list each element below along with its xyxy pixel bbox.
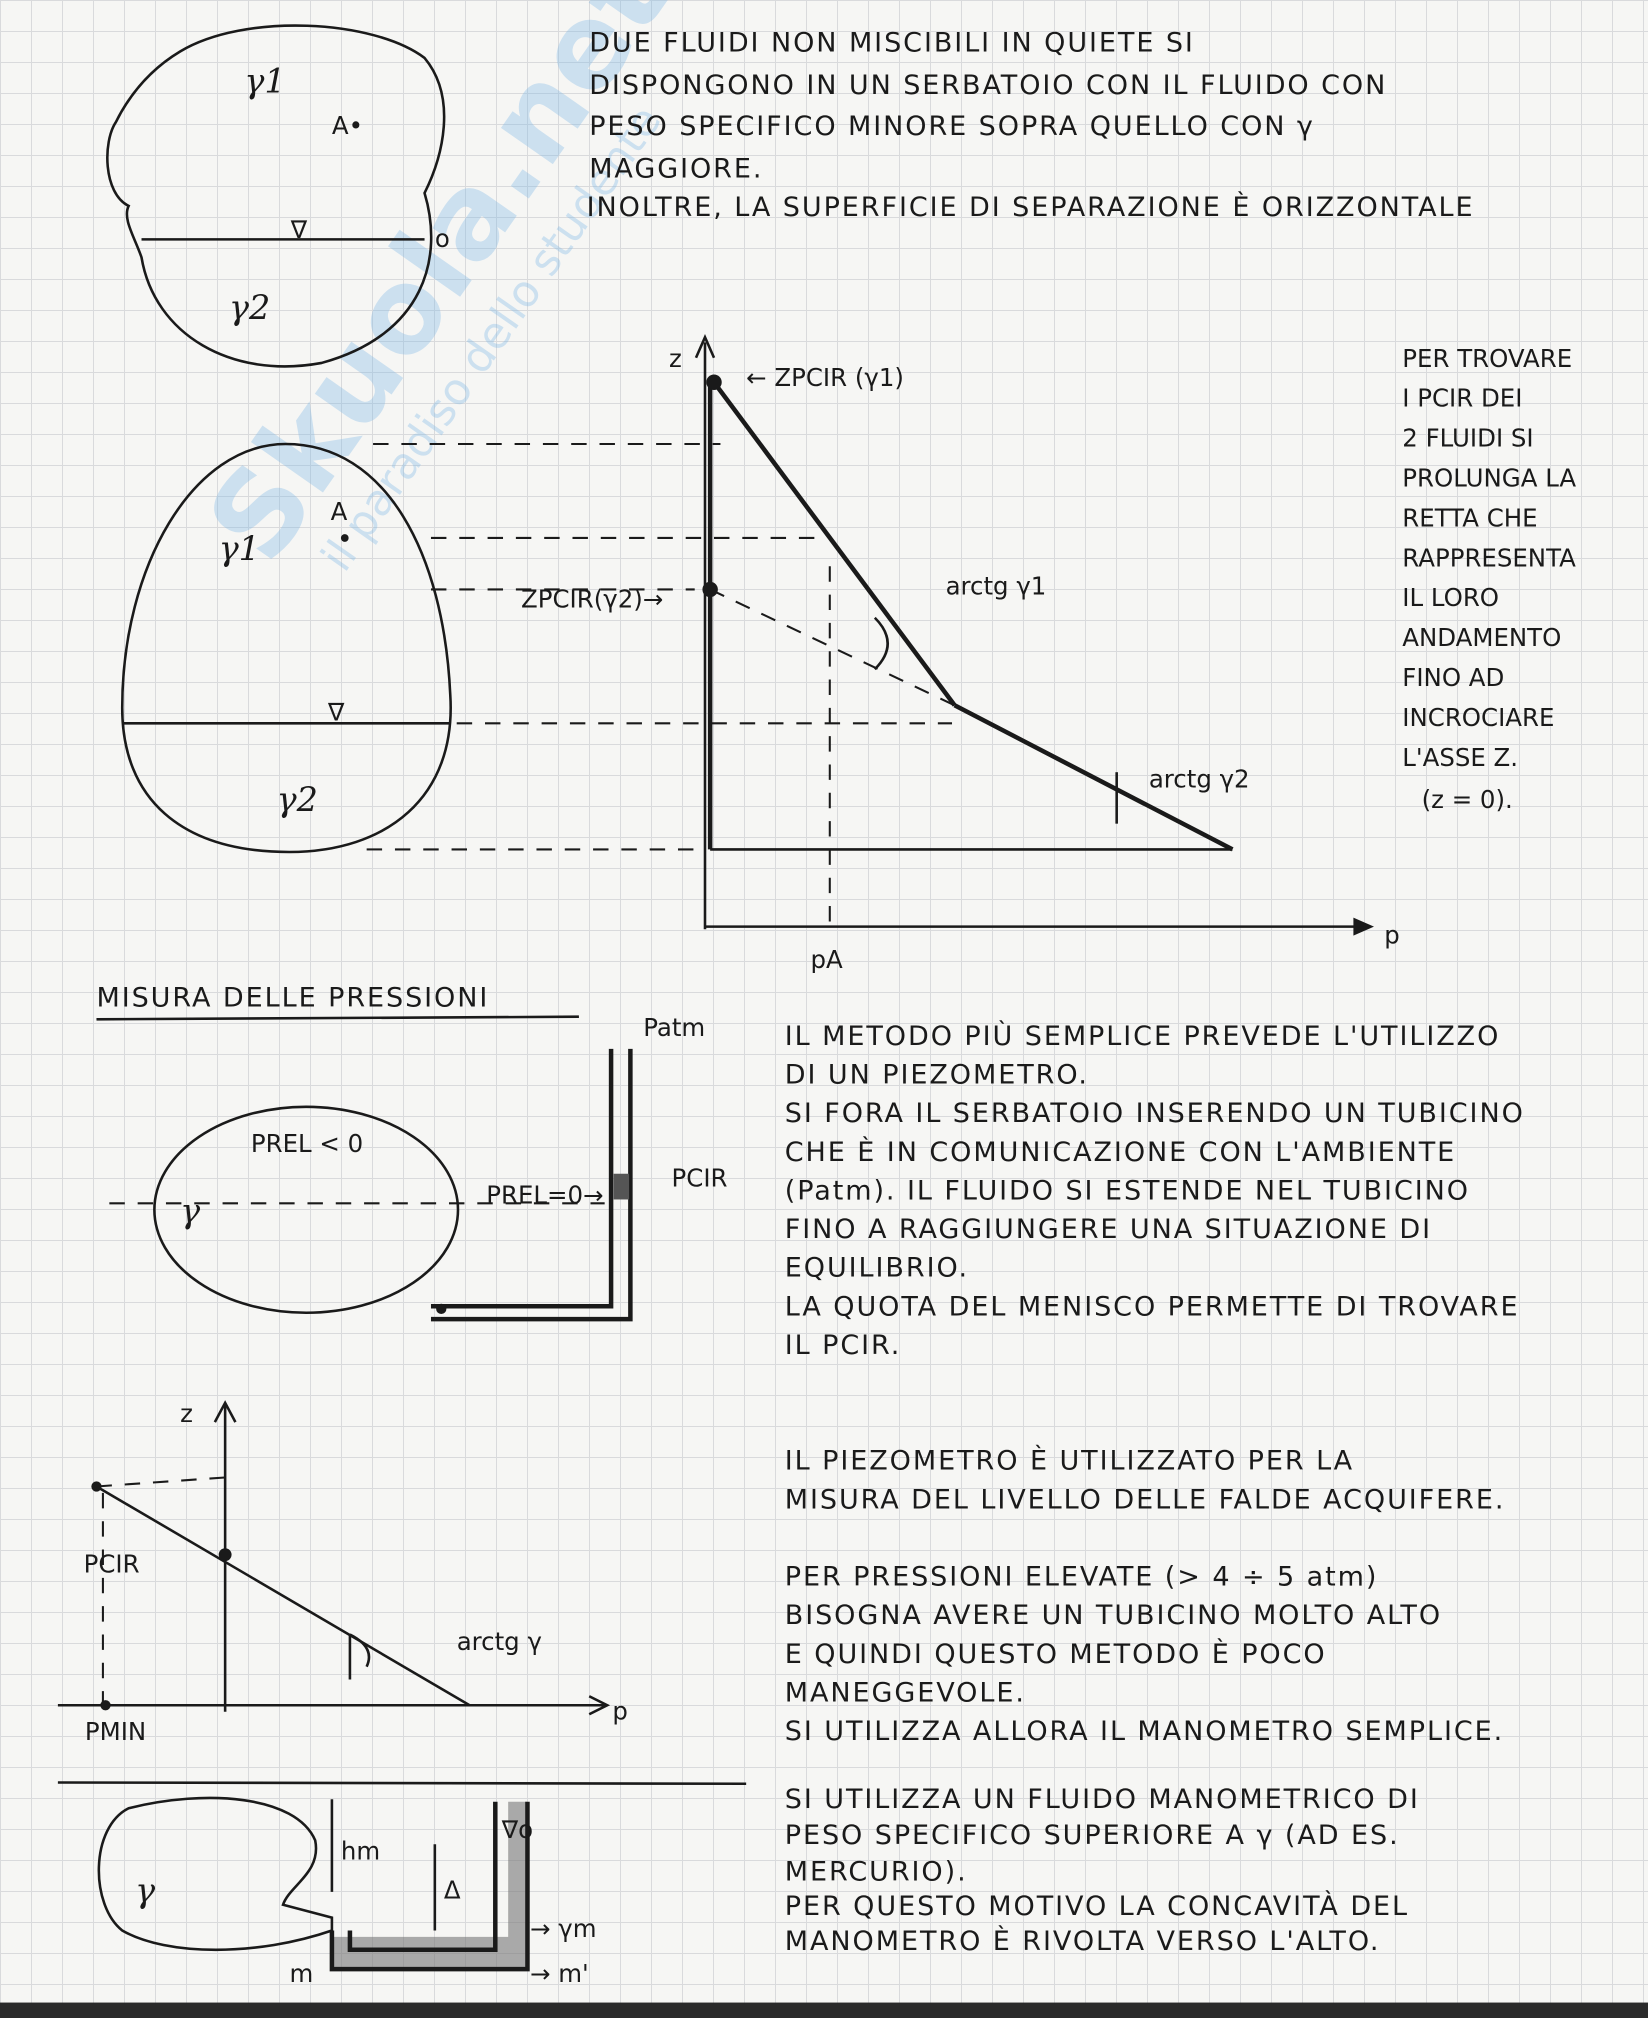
zpcir-gamma2-label: ZPCIR(γ2)→ — [521, 584, 663, 613]
manometer-diagram: hm Δ ∇o γ → γm m → m' — [97, 1796, 597, 1988]
intro-line: MAGGIORE. — [589, 154, 763, 185]
side-note-line: IL LORO — [1402, 583, 1499, 612]
free-surface-icon: ∇ — [290, 215, 308, 244]
gamma-m-label: → γm — [530, 1914, 597, 1943]
text-line: PER PRESSIONI ELEVATE (> 4 ÷ 5 atm) — [785, 1562, 1379, 1593]
pressure-chart-piezometer: z p PCIR PMIN arctg γ — [57, 1399, 628, 1746]
side-note-line: (z = 0). — [1422, 785, 1513, 814]
p-axis-label: p — [612, 1696, 628, 1725]
page-bottom-edge — [0, 2002, 1648, 2018]
side-note-line: PER TROVARE — [1402, 344, 1572, 373]
origin-label: o — [435, 224, 450, 253]
gamma1-label: γ1 — [219, 529, 260, 568]
text-line: DI UN PIEZOMETRO. — [785, 1060, 1089, 1091]
intro-paragraph: DUE FLUIDI NON MISCIBILI IN QUIETE SI DI… — [587, 27, 1475, 223]
text-line: FINO A RAGGIUNGERE UNA SITUAZIONE DI — [785, 1214, 1432, 1245]
m-label: m — [289, 1959, 313, 1988]
high-pressure-paragraph: PER PRESSIONI ELEVATE (> 4 ÷ 5 atm) BISO… — [785, 1562, 1504, 1747]
manometer-surface-label: ∇o — [501, 1815, 533, 1844]
divider — [57, 1781, 747, 1786]
text-line: E QUINDI QUESTO METODO È POCO — [785, 1638, 1327, 1670]
side-note-line: 2 FLUIDI SI — [1402, 424, 1533, 453]
hm-label: hm — [341, 1837, 380, 1866]
gamma2-label: γ2 — [277, 780, 318, 819]
m-prime-label: → m' — [530, 1959, 589, 1988]
text-line: (Patm). IL FLUIDO SI ESTENDE NEL TUBICIN… — [785, 1175, 1470, 1206]
pmin-label: PMIN — [85, 1717, 146, 1746]
manometer-paragraph: SI UTILIZZA UN FLUIDO MANOMETRICO DI PES… — [785, 1784, 1420, 1957]
side-note-line: ANDAMENTO — [1402, 623, 1561, 652]
zpcir-gamma1-label: ← ZPCIR (γ1) — [746, 363, 904, 392]
section-title: MISURA DELLE PRESSIONI — [96, 982, 489, 1013]
side-note-line: I PCIR DEI — [1402, 384, 1522, 413]
point-a-label: A — [331, 497, 348, 526]
p-axis-label: p — [1384, 920, 1400, 949]
text-line: MISURA DEL LIVELLO DELLE FALDE ACQUIFERE… — [785, 1484, 1506, 1515]
text-line: MANEGGEVOLE. — [785, 1677, 1026, 1708]
side-note: PER TROVARE I PCIR DEI 2 FLUIDI SI PROLU… — [1402, 344, 1576, 814]
intro-line: DUE FLUIDI NON MISCIBILI IN QUIETE SI — [589, 27, 1195, 58]
arctg-gamma1-label: arctg γ1 — [946, 572, 1047, 601]
text-line: EQUILIBRIO. — [785, 1253, 969, 1284]
gamma-label: γ — [180, 1192, 201, 1231]
gamma1-label: γ1 — [244, 62, 285, 101]
intro-line: DISPONGONO IN UN SERBATOIO CON IL FLUIDO… — [589, 70, 1387, 101]
text-line: BISOGNA AVERE UN TUBICINO MOLTO ALTO — [785, 1600, 1442, 1631]
text-line: IL METODO PIÙ SEMPLICE PREVEDE L'UTILIZZ… — [785, 1020, 1501, 1052]
pcir-label: PCIR — [672, 1164, 728, 1193]
point-a-label: A• — [332, 111, 363, 140]
text-line: PESO SPECIFICO SUPERIORE A γ (AD ES. — [785, 1820, 1400, 1851]
aquifer-paragraph: IL PIEZOMETRO È UTILIZZATO PER LA MISURA… — [785, 1445, 1506, 1516]
tank-diagram-top: γ1 A• ∇ o γ2 — [106, 24, 450, 368]
gamma2-label: γ2 — [229, 288, 270, 327]
text-line: LA QUOTA DEL MENISCO PERMETTE DI TROVARE — [785, 1291, 1520, 1322]
side-note-line: FINO AD — [1402, 663, 1504, 692]
prel-negative-label: PREL < 0 — [251, 1129, 363, 1158]
text-line: IL PCIR. — [785, 1330, 902, 1361]
side-note-line: INCROCIARE — [1402, 703, 1554, 732]
side-note-line: PROLUNGA LA — [1402, 463, 1576, 492]
intro-line: PESO SPECIFICO MINORE SOPRA QUELLO CON γ — [589, 111, 1315, 142]
text-line: CHE È IN COMUNICAZIONE CON L'AMBIENTE — [785, 1136, 1456, 1168]
piezometer-paragraph: IL METODO PIÙ SEMPLICE PREVEDE L'UTILIZZ… — [785, 1020, 1525, 1361]
arctg-gamma2-label: arctg γ2 — [1149, 765, 1250, 794]
free-surface-icon: ∇ — [327, 698, 345, 727]
text-line: PER QUESTO MOTIVO LA CONCAVITÀ DEL — [785, 1890, 1409, 1922]
side-note-line: L'ASSE Z. — [1402, 743, 1518, 772]
pressure-chart-two-fluids: z p ← ZPCIR (γ1) ZPCIR(γ2)→ arctg γ1 arc… — [521, 333, 1400, 974]
text-line: SI UTILIZZA UN FLUIDO MANOMETRICO DI — [785, 1784, 1420, 1815]
intro-line: INOLTRE, LA SUPERFICIE DI SEPARAZIONE È … — [587, 191, 1475, 223]
side-note-line: RAPPRESENTA — [1402, 543, 1576, 572]
delta-label: Δ — [444, 1875, 461, 1904]
side-note-line: RETTA CHE — [1402, 503, 1537, 532]
tank-diagram-egg: γ1 A ∇ γ2 — [120, 442, 953, 934]
text-line: MANOMETRO È RIVOLTA VERSO L'ALTO. — [785, 1925, 1381, 1957]
patm-label: Patm — [643, 1013, 705, 1042]
pcir-label: PCIR — [84, 1550, 140, 1579]
piezometer-diagram: PREL < 0 γ PREL=0→ PCIR Patm — [109, 1013, 728, 1322]
z-axis-label: z — [180, 1399, 193, 1428]
arctg-gamma-label: arctg γ — [457, 1627, 542, 1656]
pa-label: pA — [810, 945, 843, 974]
gamma-label: γ — [135, 1871, 156, 1910]
text-line: SI UTILIZZA ALLORA IL MANOMETRO SEMPLICE… — [785, 1716, 1504, 1747]
text-line: IL PIEZOMETRO È UTILIZZATO PER LA — [785, 1445, 1354, 1477]
text-line: SI FORA IL SERBATOIO INSERENDO UN TUBICI… — [785, 1098, 1525, 1129]
z-axis-label: z — [669, 344, 682, 373]
prel-zero-label: PREL=0→ — [486, 1180, 603, 1209]
text-line: MERCURIO). — [785, 1856, 968, 1887]
